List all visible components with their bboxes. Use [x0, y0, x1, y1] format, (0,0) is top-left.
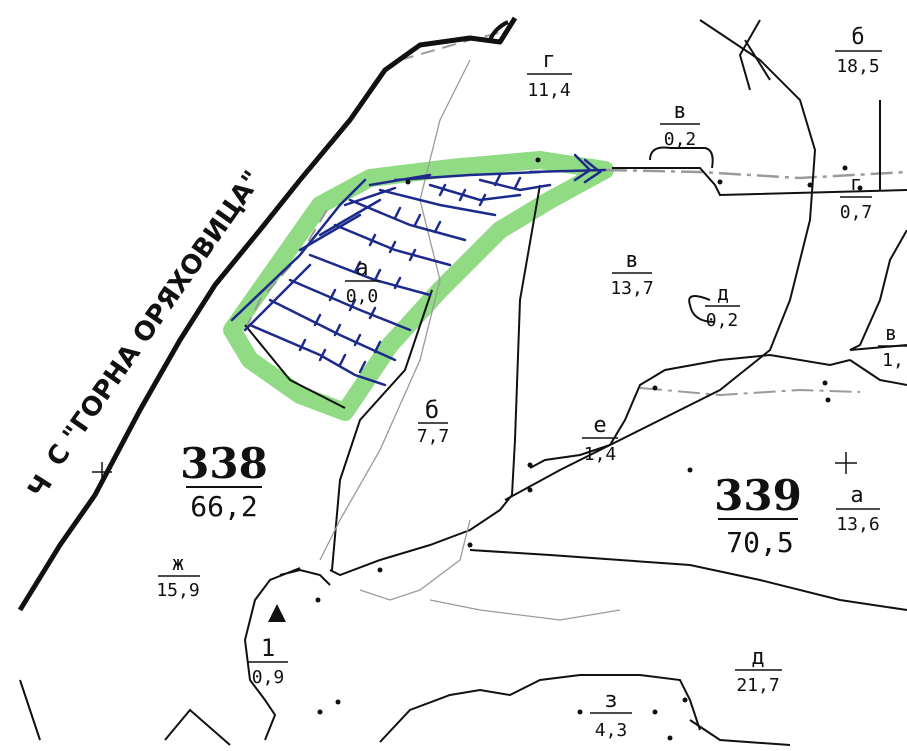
- thin-gray-lines: [319, 59, 621, 621]
- sub-parcel-labels: а 0,0 б 7,7 в 13,7 в 0,2 г 11,4 б 18,5 г…: [156, 25, 907, 741]
- hatching-marks: [230, 153, 607, 387]
- dashed-road: [604, 168, 907, 180]
- parcel-boundaries: [19, 19, 907, 746]
- sub-a-center-letter: а: [355, 256, 368, 281]
- survey-dots: [315, 157, 863, 741]
- sub-b-top-right-area: 18,5: [836, 56, 879, 77]
- sub-v-top-area: 0,2: [664, 129, 697, 150]
- parcel-338-area: 66,2: [190, 490, 257, 523]
- sub-b-top-right-letter: б: [851, 25, 864, 50]
- peak-icon: [268, 604, 286, 622]
- sub-a-right-letter: а: [850, 483, 863, 508]
- sub-v-right-edge-letter: в: [885, 321, 897, 345]
- parcel-338-number: 338: [180, 439, 268, 488]
- highlight-zone: [223, 151, 614, 421]
- sub-one-bottom-area: 0,9: [252, 667, 285, 688]
- sub-a-center-area: 0,0: [346, 286, 379, 307]
- sub-b-mid-area: 7,7: [417, 426, 450, 447]
- dashed-road-2: [639, 387, 861, 397]
- sub-e-mid-letter: е: [593, 413, 606, 438]
- territory-prefix: Ч: [22, 470, 59, 504]
- sub-zh-left-letter: ж: [172, 551, 184, 575]
- sub-g-right-letter: г: [850, 171, 862, 195]
- sub-zh-left-area: 15,9: [156, 580, 199, 601]
- sub-d-small-letter: д: [717, 281, 729, 305]
- sub-v-mid-letter: в: [625, 248, 638, 273]
- parcel-339-area: 70,5: [726, 526, 793, 559]
- sub-z-bottom-area: 4,3: [595, 720, 628, 741]
- sub-g-top-area: 11,4: [527, 80, 570, 101]
- sub-d-bottom-letter: д: [751, 645, 764, 670]
- grid-crosses: [92, 452, 857, 482]
- sub-v-mid-area: 13,7: [610, 278, 653, 299]
- sub-g-right-area: 0,7: [840, 202, 873, 223]
- territory-boundary-line: [17, 16, 518, 612]
- sub-e-mid-area: 1,4: [584, 444, 617, 465]
- sub-one-bottom-letter: 1: [261, 634, 275, 662]
- parcel-339-number: 339: [714, 471, 802, 520]
- sub-d-small-area: 0,2: [706, 310, 739, 331]
- sub-a-right-area: 13,6: [836, 514, 879, 535]
- sub-g-top-letter: г: [542, 48, 555, 73]
- territory-boundary-line-2: [488, 20, 509, 41]
- sub-b-mid-letter: б: [425, 396, 439, 424]
- sub-d-bottom-area: 21,7: [736, 675, 779, 696]
- sub-z-bottom-letter: з: [604, 688, 617, 713]
- sub-v-right-edge-area: 1,: [882, 350, 904, 371]
- sub-v-top-letter: в: [673, 99, 686, 124]
